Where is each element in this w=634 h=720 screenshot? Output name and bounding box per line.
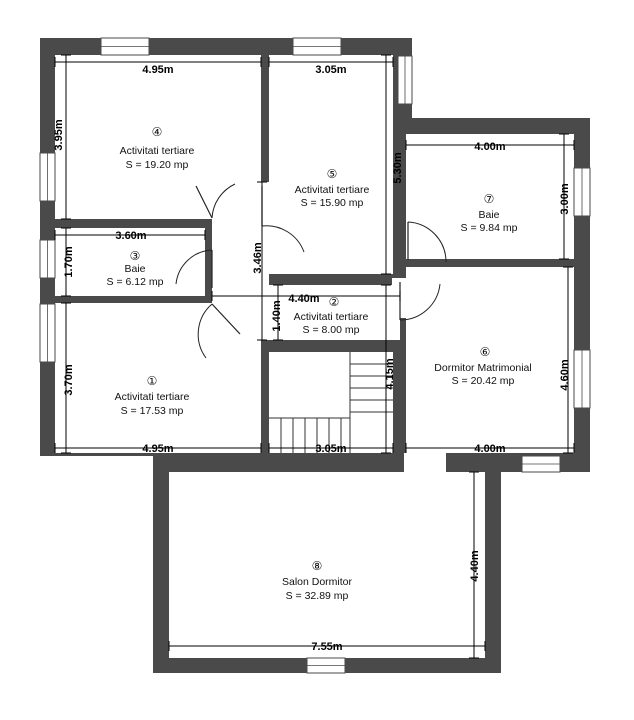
doors — [175, 183, 447, 359]
floor-notch — [404, 453, 446, 472]
room-7-number: ⑦ — [484, 192, 495, 206]
floor-room-3 — [55, 228, 205, 296]
windows — [39, 37, 591, 674]
room-8-area: S = 32.89 mp — [286, 590, 349, 602]
room-6-name: Dormitor Matrimonial — [434, 362, 531, 374]
room-5-number: ⑤ — [327, 167, 338, 181]
dim-r2-height: 1.40m — [271, 300, 283, 331]
room-6-number: ⑥ — [480, 345, 491, 359]
room-labels: ④ Activitati tertiare S = 19.20 mp ⑤ Act… — [107, 125, 532, 602]
room-3-area: S = 6.12 mp — [107, 276, 164, 288]
floors — [55, 55, 574, 658]
floor-opening-2-6 — [392, 278, 410, 318]
room-8-number: ⑧ — [312, 559, 323, 573]
door-room-4 — [195, 185, 213, 219]
dim-r3-height: 1.70m — [63, 246, 75, 277]
room-5-name: Activitati tertiare — [295, 184, 370, 196]
room-7-area: S = 9.84 mp — [461, 222, 518, 234]
floor-room-8 — [169, 472, 485, 658]
dimension-lines — [54, 54, 575, 659]
room-3-number: ③ — [130, 249, 141, 263]
door-room-1 — [211, 303, 241, 335]
dim-r4-height: 3.95m — [53, 119, 65, 150]
room-3-name: Baie — [124, 263, 145, 275]
floor-room-5 — [269, 55, 393, 274]
room-4-name: Activitati tertiare — [120, 145, 195, 157]
floor-room-6 — [406, 267, 574, 453]
dim-r6-width: 4.00m — [474, 443, 505, 455]
dim-r8-height: 4.40m — [469, 550, 481, 581]
dim-r7-height: 3.00m — [559, 183, 571, 214]
dim-r2-width: 4.40m — [288, 293, 319, 305]
dim-r3-width: 3.60m — [115, 230, 146, 242]
room-5-area: S = 15.90 mp — [301, 197, 364, 209]
dim-stair-height: 4.15m — [384, 358, 396, 389]
room-4-number: ④ — [152, 125, 163, 139]
dim-r8-width: 7.55m — [311, 641, 342, 653]
dim-r1-height: 3.70m — [63, 364, 75, 395]
room-4-area: S = 19.20 mp — [126, 159, 189, 171]
room-7-name: Baie — [478, 209, 499, 221]
room-1-name: Activitati tertiare — [115, 391, 190, 403]
dim-r4-width: 4.95m — [142, 64, 173, 76]
dim-r1-width: 4.95m — [142, 443, 173, 455]
room-2-name: Activitati tertiare — [294, 311, 369, 323]
room-1-number: ① — [147, 374, 158, 388]
dimension-labels: 4.95m 3.05m 3.95m 5.30m 4.00m 3.00m 3.60… — [53, 64, 571, 653]
room-1-area: S = 17.53 mp — [121, 405, 184, 417]
room-8-name: Salon Dormitor — [282, 576, 353, 588]
dim-hall-height: 3.46m — [252, 242, 264, 273]
room-6-area: S = 20.42 mp — [452, 375, 515, 387]
dim-r5-width: 3.05m — [315, 64, 346, 76]
dim-stair-width: 3.05m — [315, 443, 346, 455]
dim-r7-width: 4.00m — [474, 141, 505, 153]
dim-r5-height: 5.30m — [392, 152, 404, 183]
floor-stairs — [269, 352, 393, 453]
room-2-number: ② — [329, 295, 340, 309]
dim-r6-height: 4.60m — [559, 359, 571, 390]
floor-room-1 — [55, 303, 261, 453]
room-2-area: S = 8.00 mp — [303, 324, 360, 336]
floor-room-7 — [406, 134, 574, 259]
